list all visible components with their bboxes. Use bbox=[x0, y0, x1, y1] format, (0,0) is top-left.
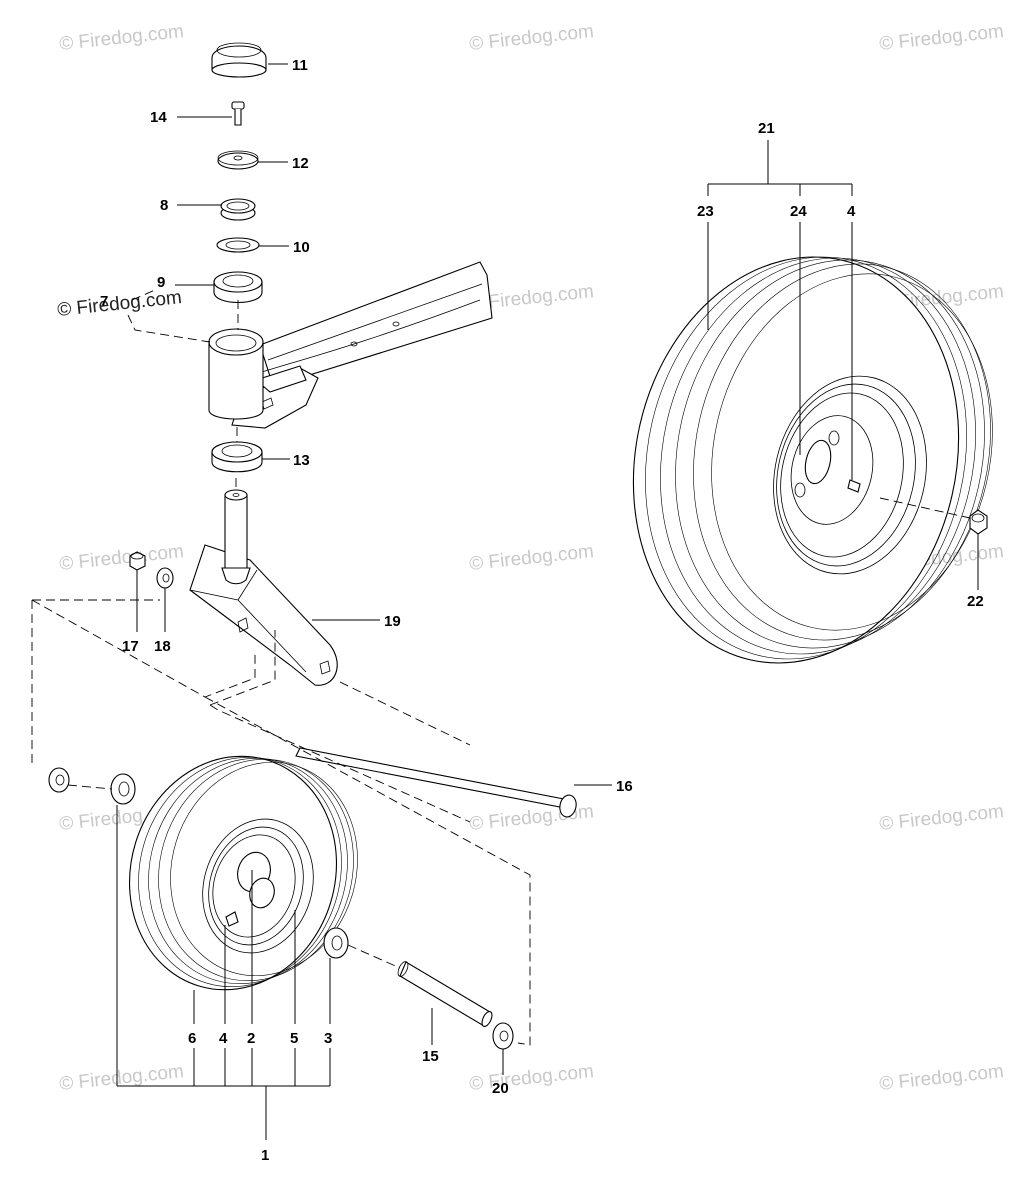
callout-19: 19 bbox=[384, 613, 401, 630]
callout-labels: 11 14 12 8 10 9 7 13 19 17 18 16 6 4 2 5… bbox=[100, 57, 984, 1164]
callout-1: 1 bbox=[261, 1147, 269, 1164]
callout-12: 12 bbox=[292, 155, 309, 172]
callout-5: 5 bbox=[290, 1030, 298, 1047]
frame-arm bbox=[231, 261, 493, 429]
part-8-snap-ring bbox=[220, 198, 256, 221]
part-19-caster-fork bbox=[189, 489, 338, 686]
callout-3: 3 bbox=[324, 1030, 332, 1047]
watermark: © Firedog.com bbox=[58, 1061, 184, 1095]
callout-17: 17 bbox=[122, 638, 139, 655]
callout-13: 13 bbox=[293, 452, 310, 469]
part-20-spacer bbox=[492, 1022, 514, 1050]
part-14-bolt bbox=[231, 101, 245, 126]
part-9-bearing bbox=[213, 271, 263, 303]
watermark: © Firedog.com bbox=[468, 541, 594, 575]
watermark: © Firedog.com bbox=[878, 21, 1004, 55]
callout-16: 16 bbox=[616, 778, 633, 795]
callout-15: 15 bbox=[422, 1048, 439, 1065]
watermark: © Firedog.com bbox=[58, 21, 184, 55]
part-11-dust-cap bbox=[211, 42, 267, 78]
part-10-flat-washer bbox=[216, 237, 260, 253]
callout-23: 23 bbox=[697, 203, 714, 220]
part-15-axle-tube bbox=[397, 961, 493, 1027]
watermark: © Firedog.com bbox=[468, 21, 594, 55]
callout-18: 18 bbox=[154, 638, 171, 655]
watermark: © Firedog.com bbox=[468, 1061, 594, 1095]
callout-10: 10 bbox=[293, 239, 310, 256]
drive-wheel bbox=[632, 256, 993, 664]
callout-9: 9 bbox=[157, 274, 165, 291]
callout-6: 6 bbox=[188, 1030, 196, 1047]
part-18-washer bbox=[156, 567, 174, 589]
callout-4-drive: 4 bbox=[847, 203, 856, 220]
caster-wheel bbox=[128, 755, 358, 991]
watermark: © Firedog.com bbox=[878, 1061, 1004, 1095]
callout-14: 14 bbox=[150, 109, 167, 126]
callout-20: 20 bbox=[492, 1080, 509, 1097]
part-16-axle-bolt bbox=[295, 747, 577, 818]
part-22-lug-nut bbox=[969, 509, 988, 535]
spindle-housing bbox=[208, 328, 264, 420]
callout-21: 21 bbox=[758, 120, 775, 137]
part-13-bearing bbox=[211, 441, 263, 473]
watermark: © Firedog.com bbox=[878, 801, 1004, 835]
part-17-nut bbox=[129, 551, 146, 571]
part-12-washer bbox=[217, 150, 259, 170]
callout-8: 8 bbox=[160, 197, 168, 214]
callout-11: 11 bbox=[292, 57, 308, 74]
callout-22: 22 bbox=[967, 593, 984, 610]
leader-lines bbox=[116, 63, 979, 1140]
part-3-spacer bbox=[48, 767, 349, 959]
callout-24: 24 bbox=[790, 203, 807, 220]
callout-4: 4 bbox=[219, 1030, 228, 1047]
callout-2: 2 bbox=[247, 1030, 255, 1047]
assembly-lines bbox=[31, 289, 971, 1046]
watermark: © Firedog.com bbox=[56, 287, 182, 321]
callout-7: 7 bbox=[100, 293, 108, 310]
